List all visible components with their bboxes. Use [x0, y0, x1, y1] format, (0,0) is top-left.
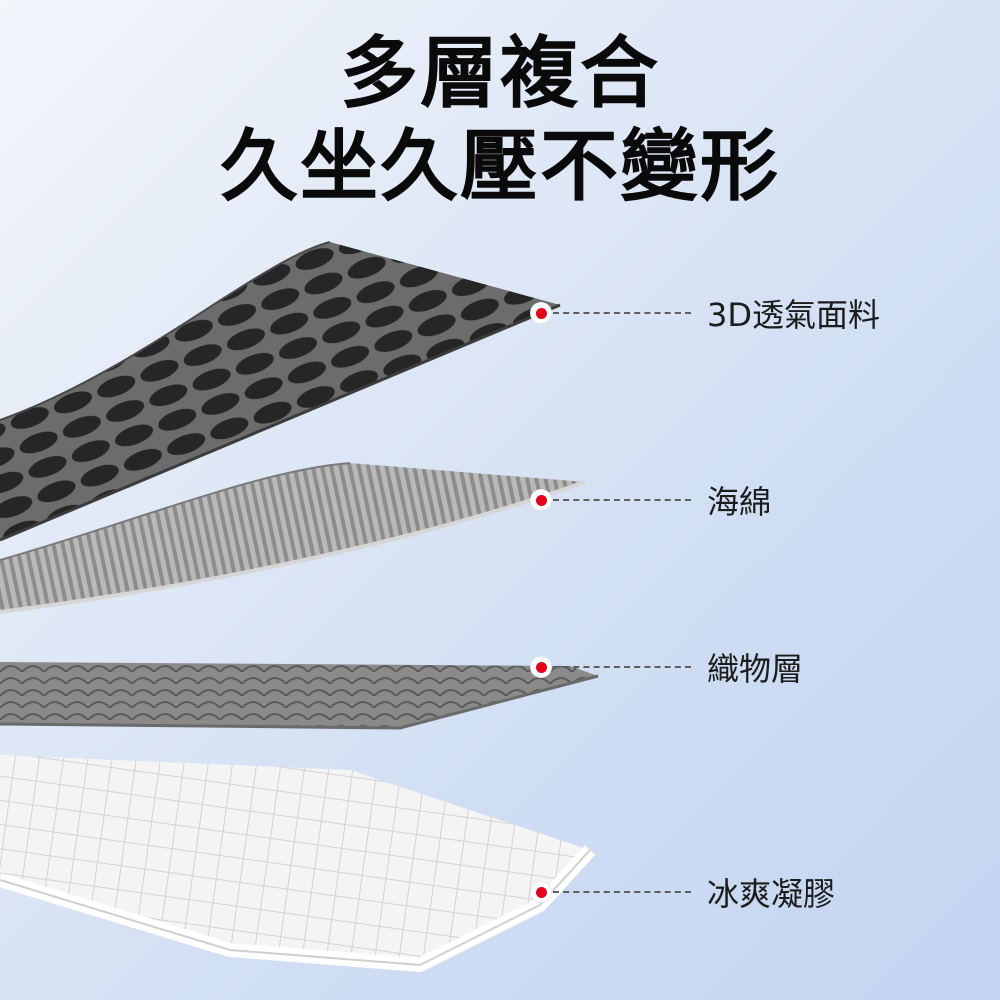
layer-sponge	[0, 462, 586, 614]
label-3d-fabric: 3D透氣面料	[707, 296, 881, 334]
callout-cooling-gel: 冰爽凝膠	[531, 872, 836, 913]
headline-line-1: 多層複合	[339, 29, 660, 119]
callout-mesh-fabric: 3D透氣面料	[531, 293, 881, 334]
label-cooling-gel: 冰爽凝膠	[707, 875, 836, 913]
headline-line-2: 久坐久壓不變形	[219, 122, 780, 212]
leader-line	[553, 499, 691, 501]
marker-dot	[531, 882, 551, 902]
marker-dot	[531, 490, 551, 510]
marker-dot	[531, 303, 551, 323]
layer-cooling-gel	[0, 755, 596, 972]
layer-woven	[0, 662, 599, 730]
layer-mesh-fabric	[0, 241, 561, 542]
label-woven: 織物層	[707, 650, 804, 688]
callout-sponge: 海綿	[531, 480, 772, 521]
leader-line	[553, 891, 691, 893]
leader-line	[553, 666, 691, 668]
headline: 多層複合 久坐久壓不變形	[0, 28, 1000, 214]
label-sponge: 海綿	[707, 483, 772, 521]
leader-line	[553, 312, 691, 314]
callout-woven: 織物層	[531, 647, 804, 688]
marker-dot	[531, 657, 551, 677]
